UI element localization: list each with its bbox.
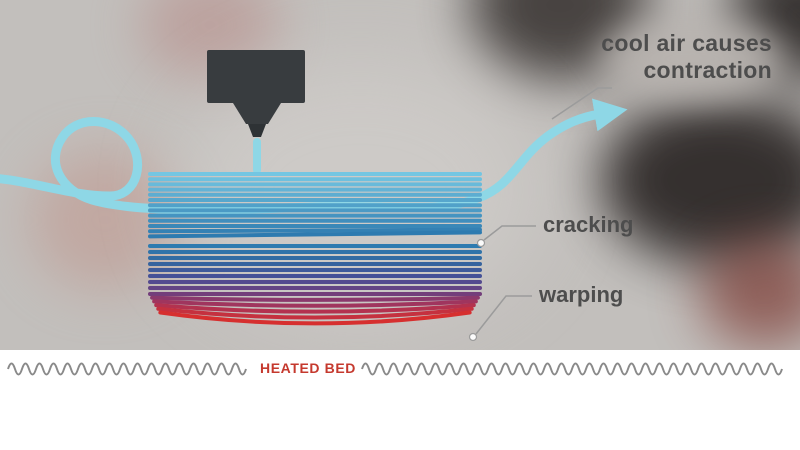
cool-air-label-line1: cool air causes [601,30,772,56]
heated-bed-label: HEATED BED [260,360,356,376]
printed-layers [148,172,482,326]
print-layer [152,299,478,308]
print-layer [148,230,482,239]
cool-air-label: cool air causes contraction [601,30,772,84]
cool-air-leader-line [551,87,612,120]
cracking-label: cracking [543,212,634,237]
warping-leader-dot [468,332,478,342]
print-layer [156,306,474,320]
cool-air-label-line2: contraction [643,57,772,83]
cracking-leader-line [483,225,536,241]
print-layer [158,310,472,326]
warping-label: warping [539,282,624,307]
background-blur-dark-right [600,95,800,265]
heater-wave-right [361,362,783,376]
nozzle-tip [248,124,266,137]
cool-air-arrow [0,98,628,215]
printer-head [207,50,305,103]
background-blur-red-right [700,238,800,348]
background-blur-light-textzone [600,18,785,100]
print-layer [154,303,476,314]
print-layer [150,295,480,302]
heater-wave-left [7,362,247,376]
cracking-leader-dot [476,238,486,248]
nozzle-cone [233,103,281,124]
warping-leader-line [475,295,532,335]
heated-bed-band [0,350,800,450]
print-layer [148,227,482,234]
